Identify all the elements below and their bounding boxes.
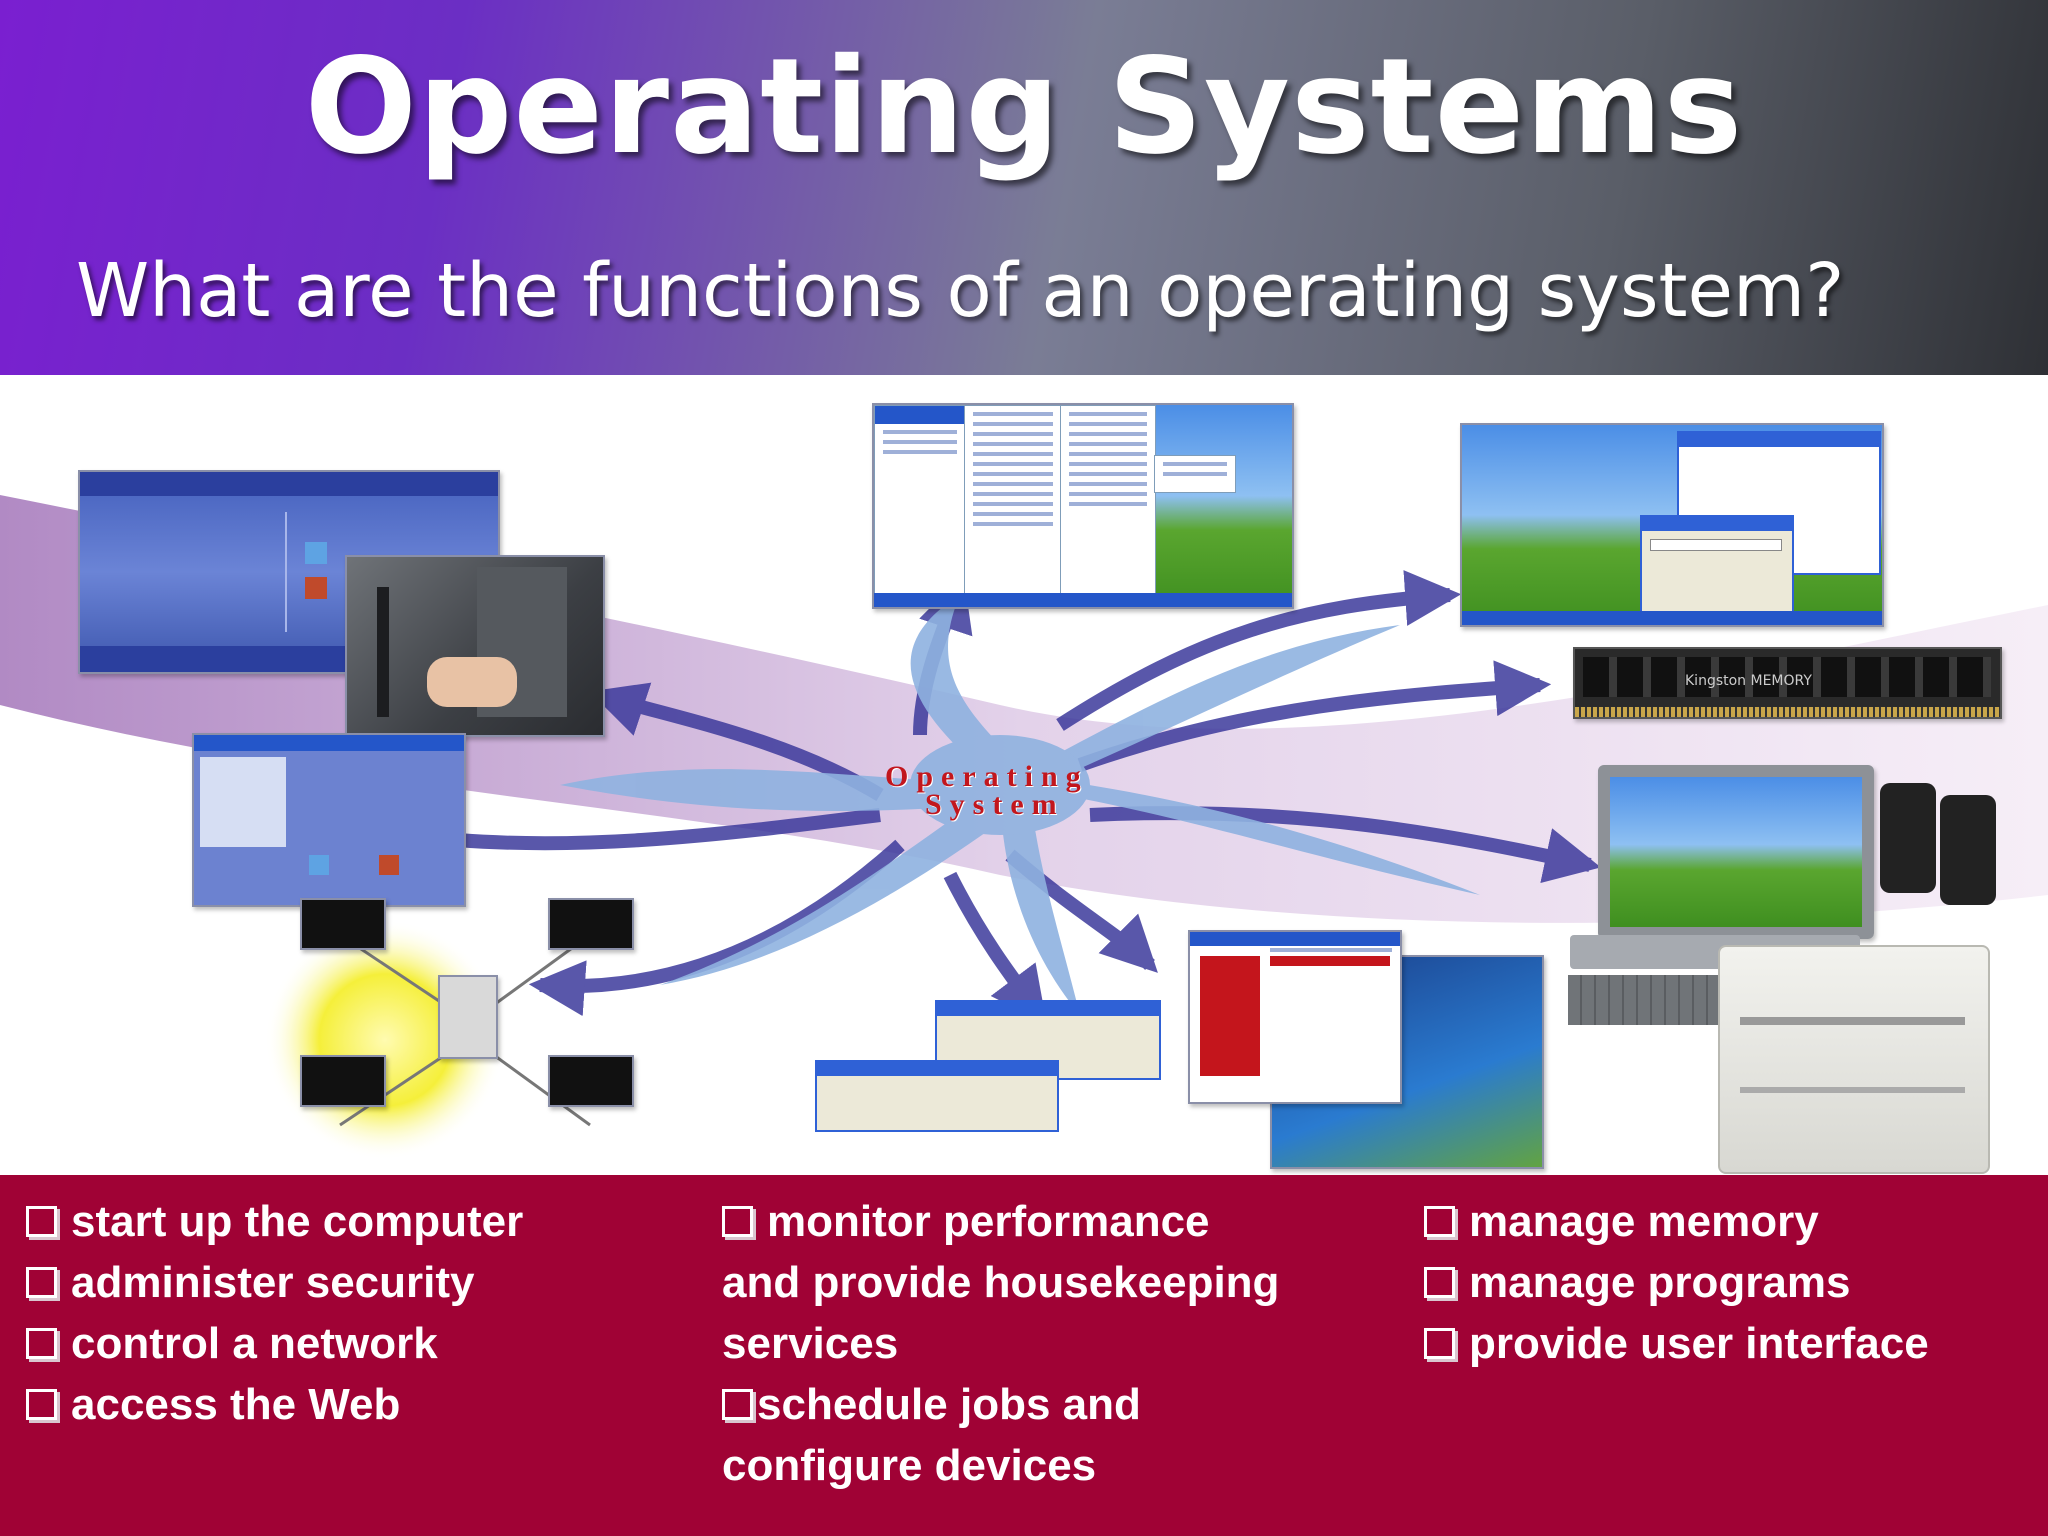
title-banner: Operating Systems What are the functions… bbox=[0, 0, 2048, 375]
list-item: manage memory bbox=[1424, 1191, 1929, 1252]
functions-column-2: monitor performance and provide housekee… bbox=[722, 1191, 1279, 1496]
checkbox-icon bbox=[26, 1267, 57, 1298]
checkbox-icon bbox=[26, 1389, 57, 1420]
list-item: start up the computer bbox=[26, 1191, 523, 1252]
system-dialog-2 bbox=[815, 1060, 1059, 1132]
right-speaker bbox=[1940, 795, 1996, 905]
checkbox-icon bbox=[722, 1206, 753, 1237]
network-server bbox=[438, 975, 498, 1059]
start-menu-screenshot bbox=[872, 403, 1294, 609]
monitor bbox=[1598, 765, 1874, 939]
checkbox-icon bbox=[26, 1206, 57, 1237]
network-computer-4 bbox=[548, 1055, 634, 1107]
ram-module-photo: Kingston MEMORY bbox=[1573, 647, 2002, 719]
functions-list-band: start up the computer administer securit… bbox=[0, 1175, 2048, 1536]
list-item: administer security bbox=[26, 1252, 523, 1313]
list-item-continuation: services bbox=[722, 1319, 899, 1368]
os-center-label-line2: System bbox=[925, 788, 1065, 821]
network-computer-3 bbox=[300, 1055, 386, 1107]
list-item-continuation: configure devices bbox=[722, 1441, 1097, 1490]
functions-column-3: manage memory manage programs provide us… bbox=[1424, 1191, 1929, 1374]
os-starburst bbox=[560, 595, 1480, 1015]
checkbox-icon bbox=[26, 1328, 57, 1359]
list-item: access the Web bbox=[26, 1374, 523, 1435]
os-center-label-line1: Operating bbox=[885, 760, 1089, 793]
slide-title: Operating Systems bbox=[304, 30, 1744, 184]
control-panel-screenshot bbox=[192, 733, 466, 907]
checkbox-icon bbox=[1424, 1328, 1455, 1359]
desktop-calculator-screenshot bbox=[1460, 423, 1884, 627]
ram-brand-label: Kingston MEMORY bbox=[1685, 673, 1812, 689]
computer-case-photo bbox=[345, 555, 605, 737]
functions-column-1: start up the computer administer securit… bbox=[26, 1191, 523, 1435]
left-speaker bbox=[1880, 783, 1936, 893]
slide-subtitle: What are the functions of an operating s… bbox=[76, 248, 1845, 334]
list-item: monitor performance bbox=[722, 1191, 1279, 1252]
list-item: schedule jobs and bbox=[722, 1374, 1279, 1435]
checkbox-icon bbox=[1424, 1206, 1455, 1237]
list-item: control a network bbox=[26, 1313, 523, 1374]
os-functions-diagram: Operating System Kingston MEMORY bbox=[0, 375, 2048, 1175]
checkbox-icon bbox=[1424, 1267, 1455, 1298]
checkbox-icon bbox=[722, 1389, 753, 1420]
list-item: manage programs bbox=[1424, 1252, 1929, 1313]
web-browser-screenshot bbox=[1188, 930, 1402, 1104]
network-computer-2 bbox=[548, 898, 634, 950]
list-item-continuation: and provide housekeeping bbox=[722, 1258, 1280, 1307]
list-item: provide user interface bbox=[1424, 1313, 1929, 1374]
laser-printer bbox=[1718, 945, 1990, 1174]
network-computer-1 bbox=[300, 898, 386, 950]
